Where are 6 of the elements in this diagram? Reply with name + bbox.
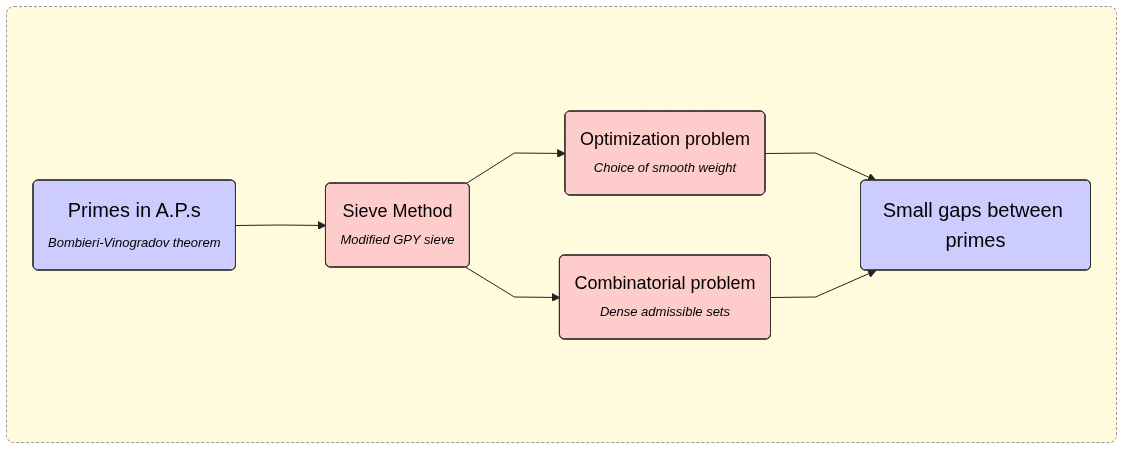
arrow [764, 152, 877, 181]
diagram-background: Primes in A.P.s Bombieri-Vinogradov theorem Sieve Method Modified GPY sieve Optimization problem Choice of smooth weight Combinatorial problem Dense admissible sets Small gaps between primes [6, 6, 1117, 443]
arrow [465, 148, 566, 184]
arrow [465, 266, 561, 302]
arrow [770, 269, 877, 298]
arrow [235, 220, 327, 230]
